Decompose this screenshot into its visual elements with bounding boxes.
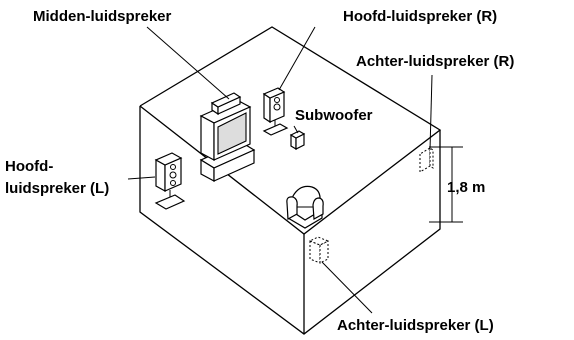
- rear-left-speaker-label: Achter-luidspreker (L): [337, 317, 494, 334]
- front-right-speaker: [262, 87, 289, 136]
- front-left-speaker: [154, 152, 186, 210]
- height-dimension: [429, 146, 463, 223]
- room-outline: [139, 26, 442, 335]
- leader-lines: [127, 26, 433, 314]
- rear-right-speaker: [419, 147, 434, 173]
- rear-left-speaker: [308, 236, 330, 264]
- front-right-speaker-label: Hoofd-luidspreker (R): [343, 8, 497, 25]
- armchair: [286, 185, 324, 229]
- subwoofer-label: Subwoofer: [295, 107, 373, 124]
- rear-right-speaker-label: Achter-luidspreker (R): [356, 53, 514, 70]
- tv-and-center-speaker: [199, 92, 256, 183]
- center-speaker-label: Midden-luidspreker: [33, 8, 172, 25]
- front-left-speaker-label-line2: luidspreker (L): [5, 180, 109, 197]
- height-label: 1,8 m: [447, 179, 485, 196]
- front-left-speaker-label-line1: Hoofd-: [5, 158, 53, 175]
- subwoofer: [289, 130, 306, 151]
